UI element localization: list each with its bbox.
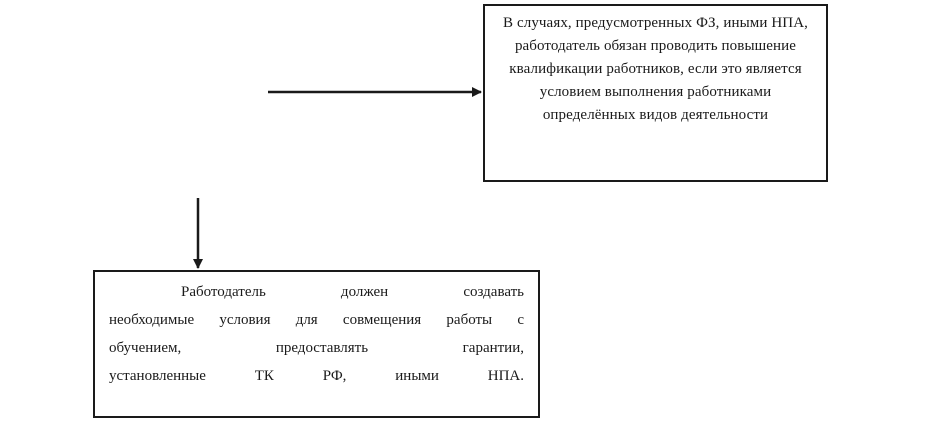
bottom-box-line-2: необходимые условия для совмещения работ… bbox=[109, 312, 524, 328]
top-box: В случаях, предусмотренных ФЗ, иными НПА… bbox=[483, 4, 828, 182]
bottom-box-line-3: обучением, предоставлять гарантии, bbox=[109, 340, 524, 356]
bottom-box-line-4: установленные ТК РФ, иными НПА. bbox=[109, 368, 524, 384]
top-box-text: В случаях, предусмотренных ФЗ, иными НПА… bbox=[503, 15, 808, 123]
bottom-box-line-1: Работодатель должен создавать bbox=[181, 284, 524, 300]
bottom-box: Работодатель должен создавать необходимы… bbox=[93, 270, 540, 418]
